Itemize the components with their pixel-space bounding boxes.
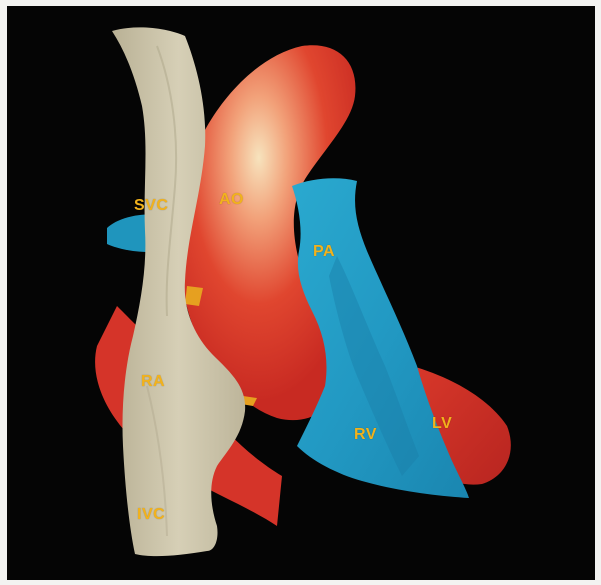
label-svc: SVC [134, 197, 168, 215]
label-ra: RA [141, 373, 165, 391]
label-rv: RV [354, 426, 377, 444]
label-lv: LV [432, 415, 452, 433]
label-ao: AO [219, 191, 244, 209]
heart-rendering [7, 6, 595, 580]
label-pa: PA [313, 243, 335, 261]
image-frame: SVC AO PA RA RV LV IVC [7, 6, 595, 580]
label-ivc: IVC [137, 506, 165, 524]
